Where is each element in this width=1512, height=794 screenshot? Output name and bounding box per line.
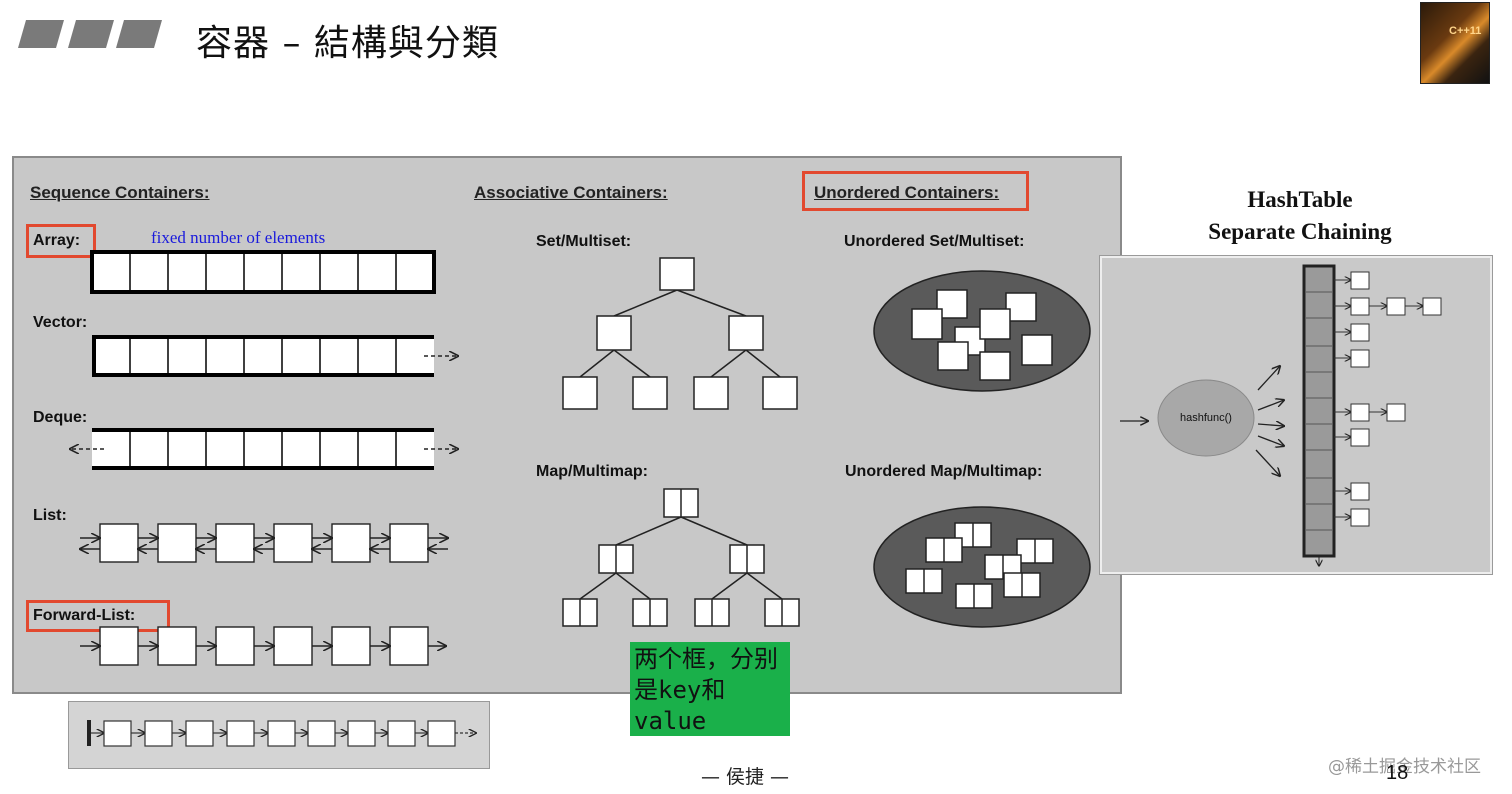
title-decoration-bars: [18, 20, 162, 48]
key-value-annotation: 两个框，分别是key和value: [630, 642, 790, 736]
list-label: List:: [33, 507, 67, 524]
array-diagram: [90, 250, 436, 294]
slide-title: 容器 – 結構與分類: [196, 23, 499, 64]
unordered-containers-header: Unordered Containers:: [814, 183, 1000, 202]
watermark: @稀土掘金技术社区: [1328, 757, 1481, 777]
hashfunc-label: hashfunc(): [1180, 412, 1232, 424]
page-number: 18: [1386, 762, 1409, 784]
vector-label: Vector:: [33, 314, 88, 331]
map-tree-diagram: [562, 488, 800, 627]
list-diagram: [80, 523, 448, 563]
unordered-set-diagram: [873, 270, 1091, 392]
array-label-highlight: [26, 224, 96, 258]
array-label: Array:: [33, 232, 81, 249]
author-footer: — 侯捷 —: [700, 766, 790, 788]
associative-containers-header: Associative Containers:: [474, 183, 668, 202]
forward-list-label: Forward-List:: [33, 607, 136, 624]
deque-diagram: [70, 428, 458, 470]
unordered-set-label: Unordered Set/Multiset:: [844, 233, 1025, 250]
set-tree-diagram: [562, 257, 798, 410]
book-cover-thumbnail: C++11: [1420, 2, 1490, 84]
array-note: fixed number of elements: [151, 228, 326, 247]
unordered-map-diagram: [873, 506, 1091, 628]
set-multiset-label: Set/Multiset:: [536, 233, 632, 250]
deque-label: Deque:: [33, 409, 88, 426]
unordered-header-highlight: [802, 171, 1029, 211]
map-multimap-label: Map/Multimap:: [536, 463, 648, 480]
hashtable-title: HashTable Separate Chaining: [1170, 184, 1430, 248]
hashtable-title-line1: HashTable: [1247, 187, 1353, 212]
unordered-map-label: Unordered Map/Multimap:: [845, 463, 1043, 480]
forward-list-label-highlight: [26, 600, 170, 632]
vector-diagram: [92, 335, 458, 377]
sequence-containers-header: Sequence Containers:: [30, 183, 210, 202]
forward-list-diagram: [80, 626, 446, 666]
book-cover-text: C++11: [1449, 25, 1482, 37]
hashtable-title-line2: Separate Chaining: [1208, 219, 1392, 244]
